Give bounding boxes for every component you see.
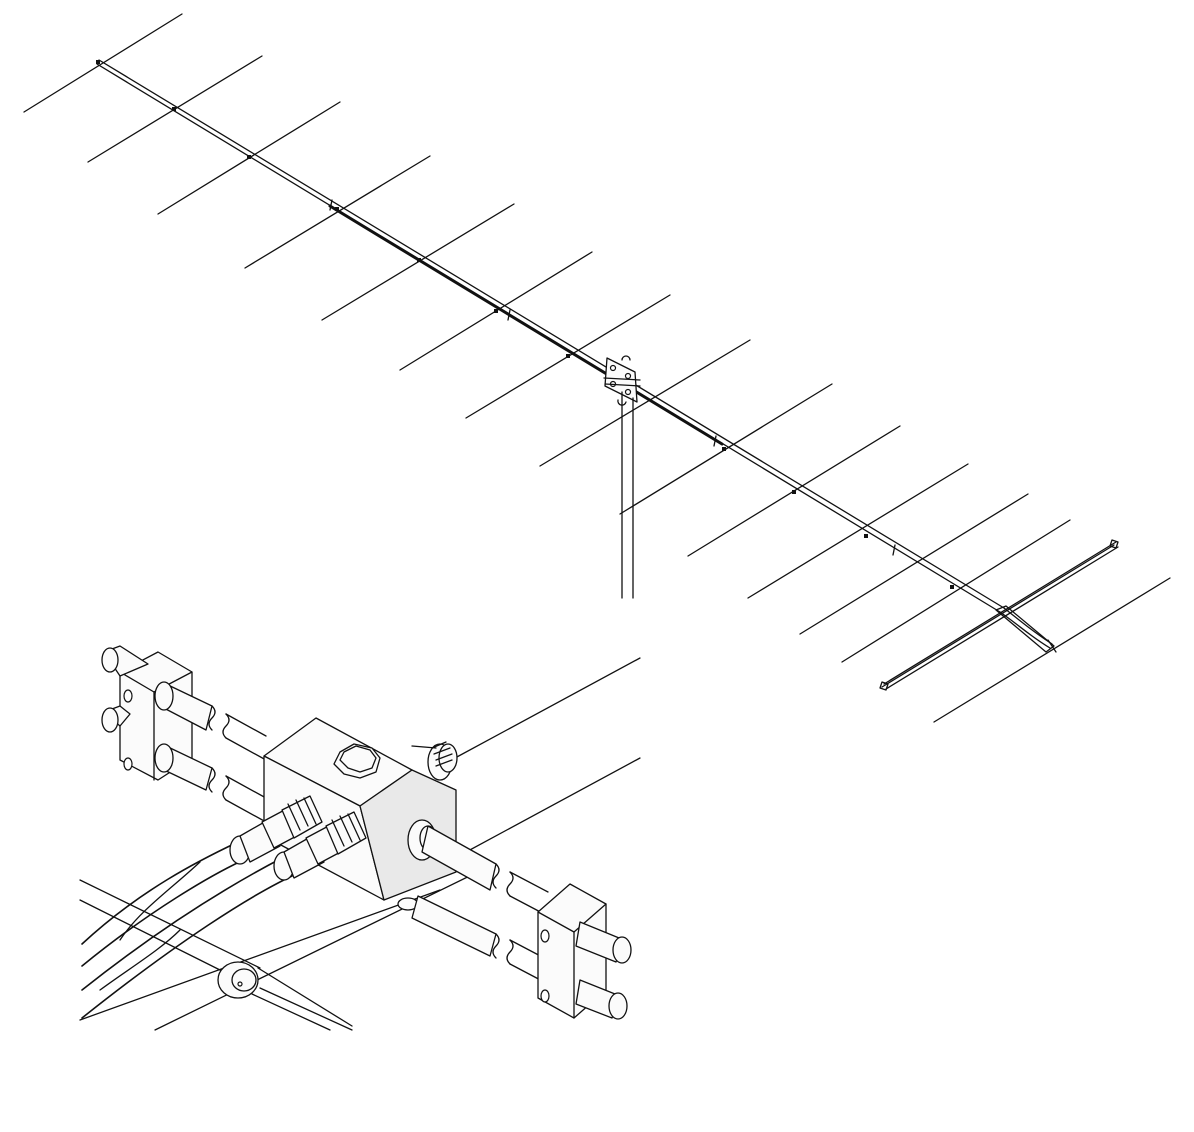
antenna-elements [23, 13, 1171, 723]
detail-background-rods [79, 657, 641, 1031]
coax-connector-2 [273, 811, 367, 881]
mast-mount [603, 355, 641, 406]
driven-element [879, 539, 1119, 691]
antenna-boom [96, 59, 1005, 613]
element-1 [23, 13, 183, 113]
yagi-antenna [23, 13, 1171, 723]
coax-cables [81, 795, 367, 1019]
top-connector [411, 741, 458, 781]
mast [621, 391, 634, 599]
feed-block [263, 717, 458, 911]
coax-connector-1 [229, 795, 323, 865]
element-reflector [933, 577, 1171, 723]
feed-detail [79, 645, 641, 1031]
element-13 [841, 519, 1071, 663]
left-mounting-plate [101, 645, 267, 823]
right-mounting-plate [537, 883, 632, 1020]
element-12 [799, 493, 1029, 635]
element-8 [539, 339, 751, 467]
element-11 [747, 463, 969, 599]
element-4 [244, 155, 431, 269]
right-rods [411, 825, 549, 985]
guide-ring [217, 961, 353, 1031]
